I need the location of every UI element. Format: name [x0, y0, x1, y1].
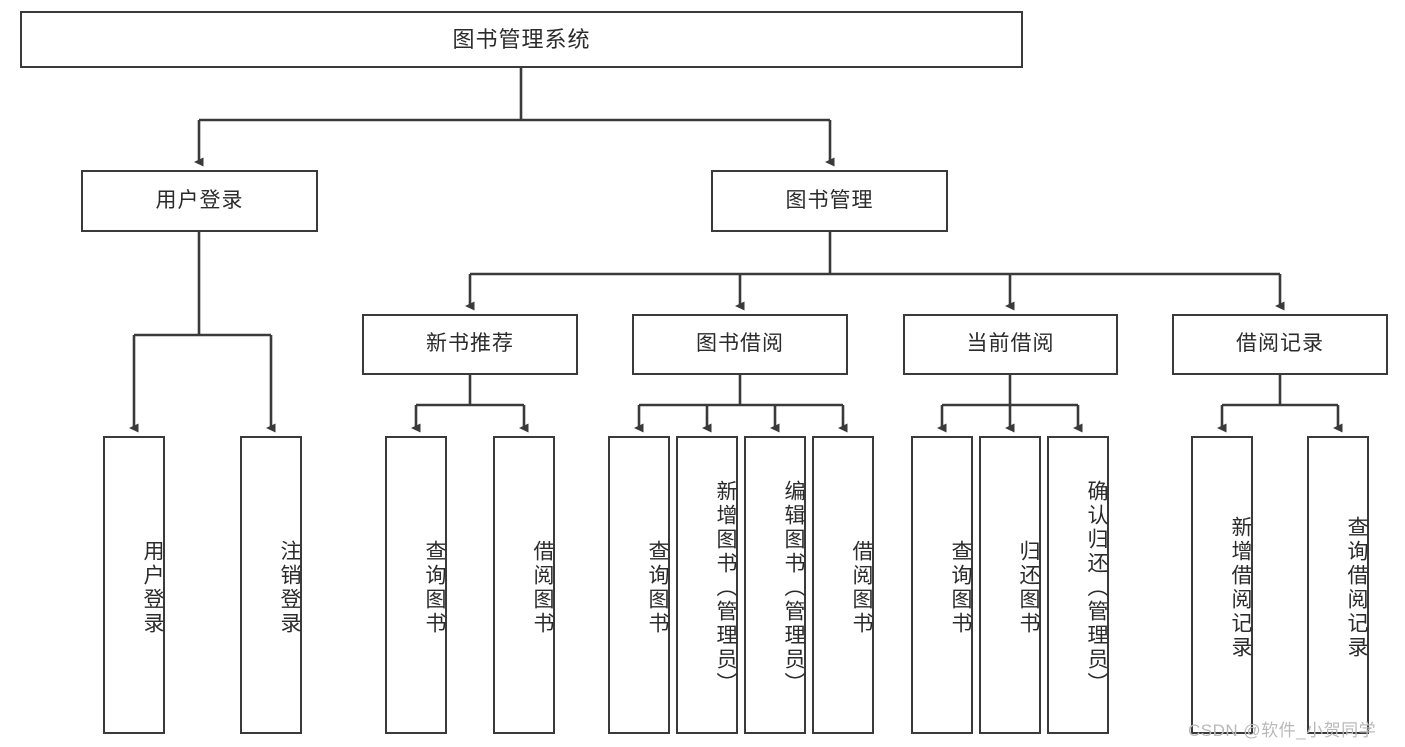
node-new-book-recommend[interactable]: 新书推荐 — [362, 314, 578, 375]
node-label: 查询图书 — [949, 540, 972, 636]
node-current-borrow[interactable]: 当前借阅 — [903, 314, 1118, 375]
node-label: 用户登录 — [155, 188, 244, 212]
leaf-query-book-recommend[interactable]: 查询图书 — [385, 436, 447, 734]
node-book-manage[interactable]: 图书管理 — [711, 170, 948, 232]
node-label: 借阅图书 — [850, 540, 873, 636]
leaf-confirm-return-admin[interactable]: 确认归还（管理员） — [1047, 436, 1109, 734]
leaf-query-borrow-record[interactable]: 查询借阅记录 — [1307, 436, 1369, 734]
node-label: 图书借阅 — [696, 332, 784, 356]
node-book-borrow[interactable]: 图书借阅 — [632, 314, 848, 375]
node-label: 归还图书 — [1017, 540, 1040, 636]
node-label: 新增借阅记录 — [1229, 516, 1252, 660]
leaf-user-login[interactable]: 用户登录 — [103, 436, 165, 734]
node-label: 新增图书（管理员） — [714, 480, 737, 696]
node-root-system[interactable]: 图书管理系统 — [20, 11, 1023, 68]
leaf-query-book-borrow[interactable]: 查询图书 — [608, 436, 670, 734]
leaf-borrow-book-recommend[interactable]: 借阅图书 — [493, 436, 555, 734]
watermark-text: CSDN @软件_小贺同学 — [1188, 721, 1377, 740]
node-label: 用户登录 — [141, 540, 164, 636]
leaf-query-book-current[interactable]: 查询图书 — [911, 436, 973, 734]
node-label: 查询图书 — [423, 540, 446, 636]
node-label: 当前借阅 — [966, 332, 1055, 356]
leaf-add-borrow-record[interactable]: 新增借阅记录 — [1191, 436, 1253, 734]
node-label: 图书管理系统 — [452, 26, 591, 52]
node-borrow-record[interactable]: 借阅记录 — [1172, 314, 1388, 375]
leaf-logout[interactable]: 注销登录 — [240, 436, 302, 734]
leaf-edit-book-admin[interactable]: 编辑图书（管理员） — [744, 436, 806, 734]
node-label: 查询借阅记录 — [1345, 516, 1368, 660]
node-label: 图书管理 — [785, 188, 874, 212]
node-user-login[interactable]: 用户登录 — [81, 170, 318, 232]
leaf-return-book[interactable]: 归还图书 — [979, 436, 1041, 734]
node-label: 借阅图书 — [531, 540, 554, 636]
node-label: 新书推荐 — [426, 332, 514, 356]
leaf-add-book-admin[interactable]: 新增图书（管理员） — [676, 436, 738, 734]
node-label: 确认归还（管理员） — [1085, 480, 1108, 696]
leaf-borrow-book[interactable]: 借阅图书 — [812, 436, 874, 734]
node-label: 查询图书 — [646, 540, 669, 636]
node-label: 注销登录 — [278, 540, 301, 636]
node-label: 借阅记录 — [1236, 332, 1324, 356]
node-label: 编辑图书（管理员） — [782, 480, 805, 696]
